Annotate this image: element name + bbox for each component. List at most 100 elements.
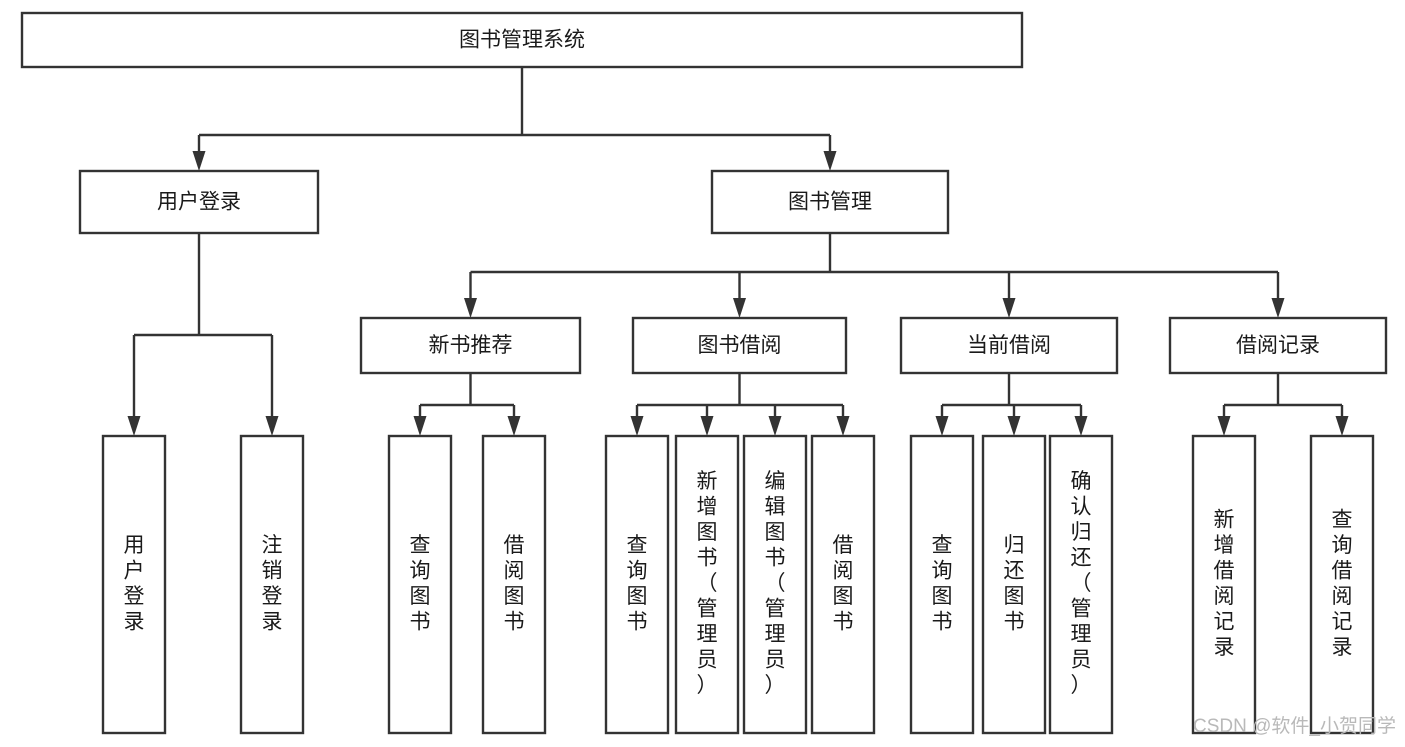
node-label-char: 员 (697, 649, 718, 672)
node-label-char: 借 (1332, 559, 1353, 582)
node-label-char: 录 (262, 610, 283, 633)
node-label-char: 图 (697, 521, 718, 544)
node-label-char: （ (1071, 572, 1092, 595)
node-label-char: 询 (627, 559, 648, 582)
node-label-char: 管 (697, 598, 718, 621)
node-label-char: 归 (1071, 521, 1092, 544)
node-label: 借阅记录 (1236, 334, 1320, 357)
node-label-char: 理 (765, 623, 786, 646)
node-label: 用户登录 (157, 191, 241, 214)
node-label-char: 记 (1332, 610, 1353, 633)
node-label-char: （ (697, 572, 718, 595)
node-label-char: 书 (504, 610, 525, 633)
node-label-char: 确 (1071, 470, 1092, 493)
node-label-char: 图 (833, 585, 854, 608)
node-label-char: 图 (765, 521, 786, 544)
connector-layer (127, 67, 1349, 436)
node-label: 图书管理系统 (459, 29, 585, 52)
node-label-char: 图 (627, 585, 648, 608)
csdn-watermark: CSDN @软件_小贺同学 (1193, 715, 1396, 737)
node-label-char: 查 (410, 534, 431, 557)
node-label-char: 书 (765, 547, 786, 570)
node-label-char: 询 (410, 559, 431, 582)
node-label-char: 理 (1071, 623, 1092, 646)
node-label-char: ） (697, 674, 718, 697)
node-label-char: 记 (1214, 610, 1235, 633)
node-label-char: 理 (697, 623, 718, 646)
node-label-char: 辑 (765, 496, 786, 519)
node-label-char: 户 (124, 559, 145, 582)
node-label-char: 登 (262, 585, 283, 608)
node-label-char: 图 (932, 585, 953, 608)
node-root[interactable]: 图书管理系统 (20, 11, 1024, 69)
node-label-char: ） (765, 674, 786, 697)
node-layer: 图书管理系统用户登录图书管理新书推荐图书借阅当前借阅借阅记录用户登录注销登录查询… (20, 11, 1388, 735)
node-book-manage[interactable]: 图书管理 (710, 169, 950, 235)
node-label: 新书推荐 (429, 334, 513, 357)
node-label-char: 管 (765, 598, 786, 621)
node-borrow-record[interactable]: 借阅记录 (1168, 316, 1388, 375)
node-label-char: ） (1071, 674, 1092, 697)
node-label-char: 查 (1332, 508, 1353, 531)
node-label-char: 书 (410, 610, 431, 633)
node-label-char: 查 (932, 534, 953, 557)
node-book-borrow[interactable]: 图书借阅 (631, 316, 848, 375)
node-label-char: 销 (262, 559, 283, 582)
node-label-char: 管 (1071, 598, 1092, 621)
node-label-char: 增 (1214, 534, 1235, 557)
node-label-char: 借 (504, 534, 525, 557)
node-label-char: （ (765, 572, 786, 595)
node-label-char: 书 (833, 610, 854, 633)
node-label-char: 增 (697, 496, 718, 519)
node-label-char: 询 (1332, 534, 1353, 557)
node-label-char: 编 (765, 470, 786, 493)
node-label-char: 查 (627, 534, 648, 557)
node-new-book-rec[interactable]: 新书推荐 (359, 316, 582, 375)
node-label-char: 员 (1071, 649, 1092, 672)
connector-book-borrow (630, 373, 850, 436)
node-user-login[interactable]: 用户登录 (78, 169, 320, 235)
node-label-char: 录 (124, 610, 145, 633)
connector-borrow-record (1217, 373, 1349, 436)
node-label-char: 阅 (504, 559, 525, 582)
node-current-borrow[interactable]: 当前借阅 (899, 316, 1119, 375)
node-label-char: 登 (124, 585, 145, 608)
node-label-char: 阅 (1214, 585, 1235, 608)
node-label-char: 图 (1004, 585, 1025, 608)
node-label-char: 录 (1214, 636, 1235, 659)
node-label-char: 书 (932, 610, 953, 633)
node-label-char: 书 (697, 547, 718, 570)
node-label: 当前借阅 (967, 334, 1051, 357)
node-label-char: 借 (1214, 559, 1235, 582)
node-label-char: 还 (1071, 547, 1092, 570)
node-label-char: 书 (1004, 610, 1025, 633)
node-leaf-user-login[interactable]: 用户登录 (101, 434, 167, 735)
node-label-char: 图 (410, 585, 431, 608)
node-label-char: 用 (124, 534, 145, 557)
node-label-char: 录 (1332, 636, 1353, 659)
node-label-char: 书 (627, 610, 648, 633)
node-label-char: 认 (1071, 496, 1092, 519)
node-label-char: 还 (1004, 559, 1025, 582)
connector-current-borrow (935, 373, 1088, 436)
connector-user-login (127, 233, 279, 436)
node-label-char: 阅 (833, 559, 854, 582)
connector-book-manage (464, 233, 1285, 318)
node-label-char: 新 (697, 470, 718, 493)
connector-root (192, 67, 837, 171)
node-label-char: 借 (833, 534, 854, 557)
